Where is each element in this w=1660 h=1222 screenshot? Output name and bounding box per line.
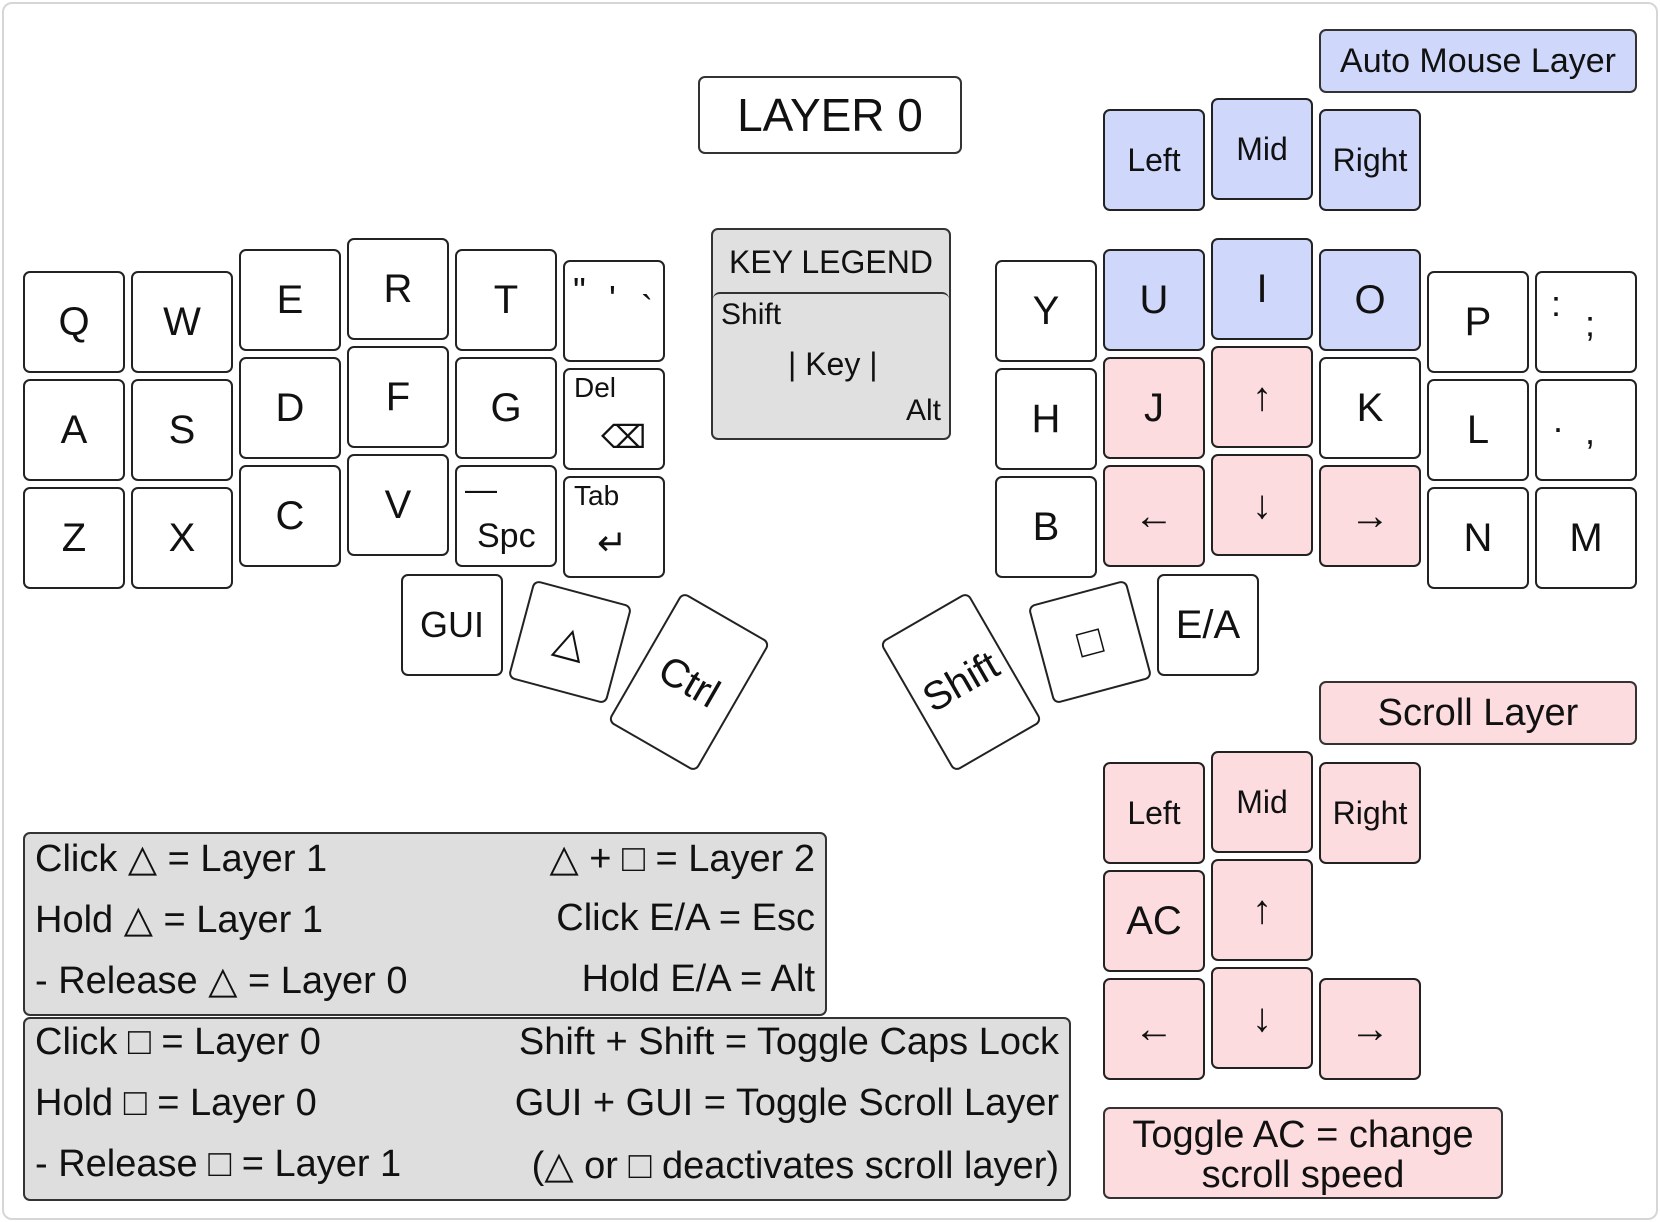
- rule-right: Shift + Shift = Toggle Caps Lock: [518, 1021, 1059, 1063]
- key-i-mouse-mid: I: [1211, 238, 1313, 340]
- colon-label: :: [1551, 283, 1562, 324]
- triangle-rules-panel: Click △ = Layer 1 △ + □ = Layer 2 Hold △…: [23, 832, 827, 1016]
- rule-row: - Release △ = Layer 0 Hold E/A = Alt: [35, 958, 815, 1018]
- scroll-up-arrow: ↑: [1211, 859, 1313, 961]
- square-rules-panel: Click □ = Layer 0 Shift + Shift = Toggle…: [23, 1017, 1071, 1201]
- key-g: G: [455, 357, 557, 459]
- scroll-mid-button: Mid: [1211, 751, 1313, 853]
- key-s: S: [131, 379, 233, 481]
- key-a: A: [23, 379, 125, 481]
- key-j-scroll: J: [1103, 357, 1205, 459]
- rule-row: Click □ = Layer 0 Shift + Shift = Toggle…: [35, 1021, 1059, 1081]
- rule-left: - Release △ = Layer 0: [35, 960, 408, 1002]
- legend-key-box: Shift | Key | Alt: [713, 292, 949, 440]
- key-e: E: [239, 249, 341, 351]
- key-n: N: [1427, 487, 1529, 589]
- del-label: Del: [574, 372, 617, 403]
- key-q: Q: [23, 271, 125, 373]
- comma-label: ,: [1585, 411, 1596, 452]
- legend-shift: Shift: [721, 298, 782, 331]
- space-label: Spc: [477, 517, 536, 555]
- tab-label: Tab: [574, 480, 620, 511]
- rule-right: Hold E/A = Alt: [581, 958, 815, 1000]
- enter-icon: ↵: [597, 522, 628, 563]
- rule-right: △ + □ = Layer 2: [549, 838, 815, 880]
- key-z: Z: [23, 487, 125, 589]
- rule-right: Click E/A = Esc: [556, 897, 815, 939]
- scroll-speed-note: Toggle AC = change scroll speed: [1103, 1107, 1503, 1199]
- key-k: K: [1319, 357, 1421, 459]
- scroll-right-arrow: →: [1319, 978, 1421, 1080]
- rule-left: - Release □ = Layer 1: [35, 1143, 402, 1185]
- scroll-layer-label: Scroll Layer: [1319, 681, 1637, 745]
- key-r: R: [347, 238, 449, 340]
- key-tab-enter: Tab ↵: [563, 476, 665, 578]
- key-up-arrow: ↑: [1211, 346, 1313, 448]
- mouse-left-button: Left: [1103, 109, 1205, 211]
- scroll-left-button: Left: [1103, 762, 1205, 864]
- scroll-note-line1: Toggle AC = change: [1132, 1114, 1474, 1156]
- rule-left: Click △ = Layer 1: [35, 838, 328, 880]
- quote-double: ": [573, 270, 586, 311]
- rule-row: Hold △ = Layer 1 Click E/A = Esc: [35, 897, 815, 957]
- key-comma: . ,: [1535, 379, 1637, 481]
- key-t: T: [455, 249, 557, 351]
- key-right-arrow: →: [1319, 465, 1421, 567]
- key-d: D: [239, 357, 341, 459]
- key-down-arrow: ↓: [1211, 454, 1313, 556]
- key-l: L: [1427, 379, 1529, 481]
- rule-right: GUI + GUI = Toggle Scroll Layer: [514, 1082, 1059, 1124]
- key-y: Y: [995, 260, 1097, 362]
- key-left-arrow: ←: [1103, 465, 1205, 567]
- legend-alt: Alt: [905, 394, 941, 427]
- key-space: — Spc: [455, 465, 557, 567]
- key-semicolon: : ;: [1535, 271, 1637, 373]
- auto-mouse-layer-label: Auto Mouse Layer: [1319, 29, 1637, 93]
- rule-row: - Release □ = Layer 1 (△ or □ deactivate…: [35, 1143, 1059, 1203]
- quote-backtick: `: [641, 288, 653, 329]
- legend-header: KEY LEGEND: [729, 244, 933, 280]
- rule-row: Hold □ = Layer 0 GUI + GUI = Toggle Scro…: [35, 1082, 1059, 1142]
- rule-left: Hold □ = Layer 0: [35, 1082, 317, 1124]
- key-v: V: [347, 454, 449, 556]
- mouse-mid-button: Mid: [1211, 98, 1313, 200]
- backspace-icon: ⌫: [601, 419, 647, 455]
- key-b: B: [995, 476, 1097, 578]
- rule-left: Click □ = Layer 0: [35, 1021, 321, 1063]
- quote-single: ': [609, 278, 616, 319]
- scroll-ac-key: AC: [1103, 870, 1205, 972]
- key-legend: KEY LEGEND Shift | Key | Alt: [711, 228, 951, 440]
- space-shift-label: —: [465, 471, 497, 507]
- semicolon-label: ;: [1585, 303, 1596, 344]
- period-label: .: [1553, 399, 1564, 440]
- key-x: X: [131, 487, 233, 589]
- rule-left: Hold △ = Layer 1: [35, 899, 323, 941]
- key-del-backspace: Del ⌫: [563, 368, 665, 470]
- rule-right: (△ or □ deactivates scroll layer): [531, 1145, 1059, 1187]
- key-f: F: [347, 346, 449, 448]
- mouse-right-button: Right: [1319, 109, 1421, 211]
- legend-key: | Key |: [788, 346, 878, 382]
- key-p: P: [1427, 271, 1529, 373]
- key-quotes: " ' `: [563, 260, 665, 362]
- scroll-right-button: Right: [1319, 762, 1421, 864]
- key-m: M: [1535, 487, 1637, 589]
- scroll-down-arrow: ↓: [1211, 967, 1313, 1069]
- rule-row: Click △ = Layer 1 △ + □ = Layer 2: [35, 836, 815, 896]
- scroll-note-line2: scroll speed: [1201, 1154, 1405, 1196]
- layer-title: LAYER 0: [698, 76, 962, 154]
- key-w: W: [131, 271, 233, 373]
- key-c: C: [239, 465, 341, 567]
- thumb-gui: GUI: [401, 574, 503, 676]
- thumb-esc-alt: E/A: [1157, 574, 1259, 676]
- scroll-left-arrow: ←: [1103, 978, 1205, 1080]
- key-h: H: [995, 368, 1097, 470]
- key-u-mouse-left: U: [1103, 249, 1205, 351]
- key-o-mouse-right: O: [1319, 249, 1421, 351]
